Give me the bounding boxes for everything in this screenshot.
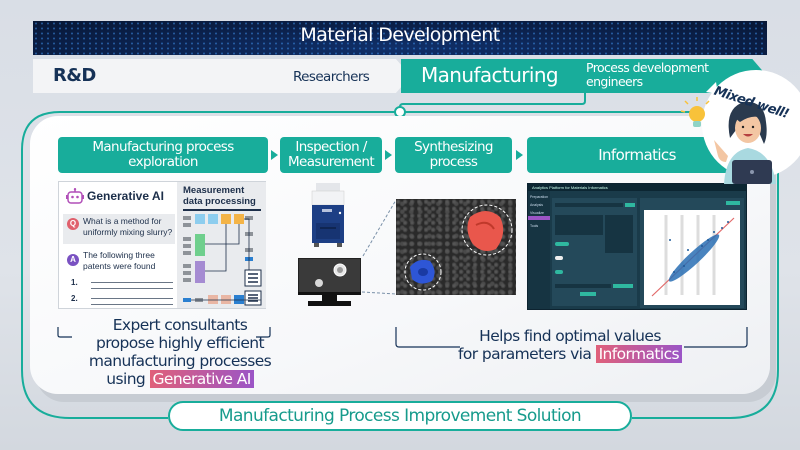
question-badge-icon: Q [67,218,79,230]
app-title-bar: Analytics Platform for Materials Informa… [528,184,746,191]
app-sidebar-item: Analysis [530,203,544,207]
step-3-line2: process [429,154,478,170]
answer-line-placeholder [91,288,173,289]
step-3-line1: Synthesizing [414,139,493,155]
answer-line1: The following three [83,250,155,260]
micrograph-image [396,199,516,295]
desc-right-line2-prefix: for parameters via [458,345,592,363]
answer-badge-icon: A [67,254,79,266]
question-line1: What is a method for [83,216,162,226]
step-arrow-icon [271,150,278,160]
app-plot-panel [640,198,744,308]
generative-ai-highlight: Generative AI [149,370,254,388]
desc-left-line2: propose highly efficient [95,334,265,352]
particle-overlay [404,204,513,291]
process-engineers-line1: Process development [586,60,709,75]
informatics-app-screenshot: Analytics Platform for Materials Informa… [527,183,747,310]
app-sidebar-item: Visualize [530,211,544,215]
manufacturing-label: Manufacturing [421,63,559,87]
informatics-highlight: Informatics [595,345,682,363]
step-1-line2: exploration [128,154,198,170]
solution-label: Manufacturing Process Improvement Soluti… [168,401,632,431]
measurement-data-processing-section: Measurement data processing [177,182,266,308]
step-1-line1: Manufacturing process [92,139,234,155]
engineer-character-icon [680,82,776,184]
mdp-title-line1: Measurement [183,185,245,196]
answer-line2: patents were found [83,261,156,271]
generative-ai-description: Expert consultants propose highly effici… [80,316,280,388]
material-development-banner: Material Development [33,21,767,55]
genai-chat-section: Generative AI Q What is a method for uni… [59,182,177,308]
data-pipeline-diagram [183,214,262,306]
app-sidebar-item: Preparation [530,195,549,199]
answer-line-placeholder [91,282,173,283]
app-sidebar-active-item [528,216,550,220]
desc-left-line4-prefix: using [106,370,146,388]
sem-microscope-icon [311,183,345,247]
process-engineers-line2: engineers [586,74,643,89]
lightbulb-icon [680,97,710,127]
monitor-icon [298,258,361,306]
app-form-panel [552,198,637,306]
step-arrow-icon [385,150,392,160]
answer-text: The following three patents were found [83,250,155,272]
app-sidebar-item: Tools [530,224,539,228]
scatter-plot-graphic [651,215,735,297]
list-number-1: 1. [71,278,78,287]
banner-title: Material Development [300,24,500,46]
step-4-label: Informatics [598,145,676,164]
desc-left-line3: manufacturing processes [88,352,272,370]
rd-stage-bar: R&D Researchers [33,59,411,93]
answer-line-placeholder [91,298,173,299]
answer-line-placeholder [91,304,173,305]
question-text: What is a method for uniformly mixing sl… [83,216,172,238]
question-line2: uniformly mixing slurry? [83,227,173,237]
step-arrow-icon [516,150,523,160]
step-inspection-measurement: Inspection /Measurement [280,137,382,173]
list-number-2: 2. [71,294,78,303]
robot-icon [66,188,84,204]
app-title: Analytics Platform for Materials Informa… [532,185,608,190]
mdp-title-line2: data processing [183,196,256,207]
banner-dot-pattern [33,21,767,55]
measurement-data-processing-title: Measurement data processing [183,185,256,207]
informatics-description: Helps find optimal values for parameters… [430,327,710,363]
generative-ai-panel: Generative AI Q What is a method for uni… [58,181,266,309]
manufacturing-stage-bar: Manufacturing Process development engine… [401,59,767,93]
generative-ai-title: Generative AI [87,189,164,203]
mdp-title-underline [183,209,261,211]
rd-label: R&D [53,65,96,86]
desc-right-line1: Helps find optimal values [479,327,661,345]
app-sidebar: Preparation Analysis Visualize Tools [528,191,550,309]
rd-researchers-label: Researchers [293,69,370,85]
question-box: Q What is a method for uniformly mixing … [63,214,175,244]
step-2-line2: Measurement [287,154,375,170]
parity-scatter-plot [644,210,740,305]
desc-left-line1: Expert consultants [112,316,248,334]
process-engineers-label: Process development engineers [586,60,709,89]
step-2-line1: Inspection / [295,139,367,155]
